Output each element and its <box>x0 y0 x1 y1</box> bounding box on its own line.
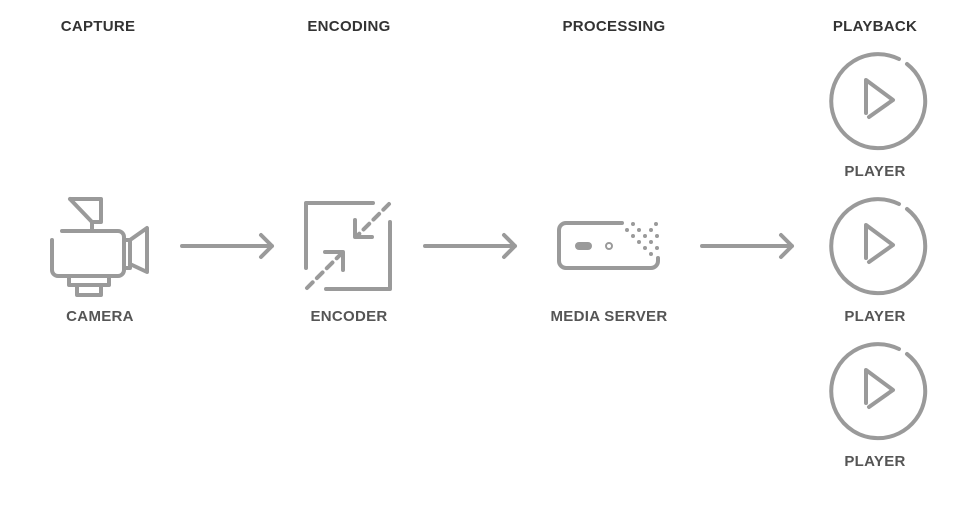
camera-label: CAMERA <box>66 308 134 325</box>
play-icon <box>829 197 928 296</box>
camera-icon <box>50 197 149 297</box>
player-label: PLAYER <box>844 308 906 325</box>
header-playback: PLAYBACK <box>832 18 918 35</box>
player-label: PLAYER <box>844 453 906 470</box>
media-server-label: MEDIA SERVER <box>550 308 668 325</box>
encoder-compress-icon <box>304 201 392 291</box>
player-label: PLAYER <box>844 163 906 180</box>
header-encoding: ENCODING <box>307 18 391 35</box>
arrow-icon <box>700 233 794 259</box>
header-processing: PROCESSING <box>562 18 666 35</box>
arrow-icon <box>180 233 274 259</box>
header-capture: CAPTURE <box>60 18 136 35</box>
media-server-icon <box>557 221 660 270</box>
encoder-label: ENCODER <box>310 308 388 325</box>
play-icon <box>829 342 928 441</box>
arrow-icon <box>423 233 517 259</box>
play-icon <box>829 52 928 151</box>
